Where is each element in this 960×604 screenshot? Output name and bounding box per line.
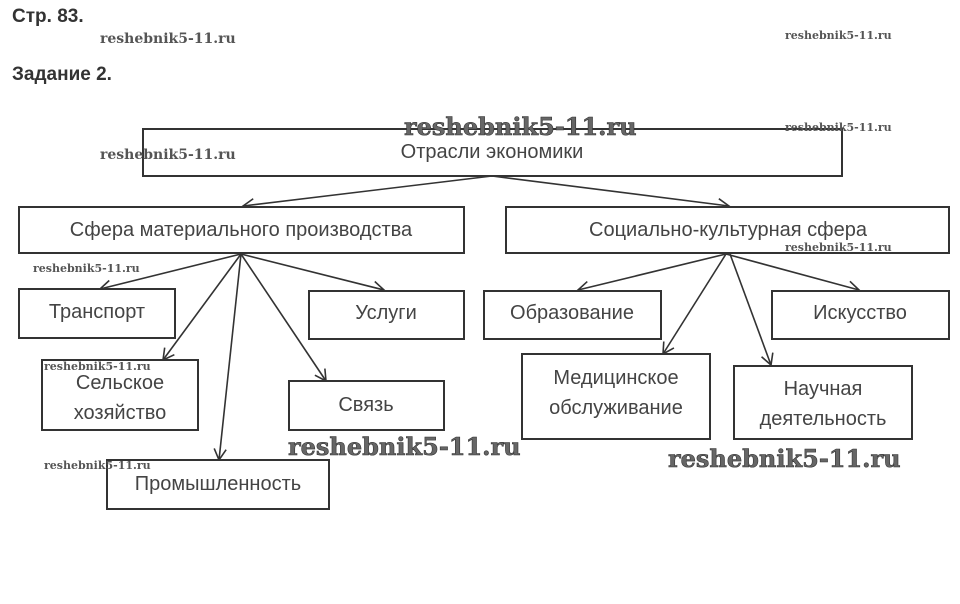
node-label: деятельность — [760, 408, 887, 430]
node-label: Сфера материального производства — [70, 219, 413, 241]
watermarks: reshebnik5-11.ru reshebnik5-11.ru resheb… — [33, 29, 901, 473]
node-label: Сельское — [76, 372, 164, 394]
watermark: reshebnik5-11.ru — [100, 147, 236, 163]
watermark: reshebnik5-11.ru — [404, 112, 637, 141]
node-root: Отрасли экономики — [142, 128, 843, 177]
node-science: Научная деятельность — [733, 365, 913, 440]
node-label: Медицинское — [553, 367, 678, 389]
arrow-art — [725, 253, 861, 294]
node-label: Промышленность — [135, 473, 301, 495]
node-label: Искусство — [813, 302, 907, 324]
arrow-medicine — [662, 253, 727, 356]
node-communication: Связь — [288, 380, 445, 431]
watermark: reshebnik5-11.ru — [288, 432, 521, 461]
arrow-services — [240, 253, 386, 294]
watermark: reshebnik5-11.ru — [33, 262, 140, 275]
watermark: reshebnik5-11.ru — [785, 241, 892, 254]
arrow-agriculture — [162, 253, 242, 362]
watermark: reshebnik5-11.ru — [44, 459, 151, 472]
watermark: reshebnik5-11.ru — [785, 29, 892, 42]
task-title: Задание 2. — [12, 64, 112, 85]
node-education: Образование — [483, 290, 662, 340]
node-art: Искусство — [771, 290, 950, 340]
watermark: reshebnik5-11.ru — [44, 360, 151, 373]
arrow-communication — [240, 253, 327, 383]
node-label: Связь — [338, 394, 393, 416]
node-label: обслуживание — [549, 397, 683, 419]
node-label: хозяйство — [74, 402, 167, 424]
node-industry: Промышленность — [106, 459, 330, 510]
node-label: Социально-культурная сфера — [589, 219, 868, 241]
node-material: Сфера материального производства — [18, 206, 465, 254]
watermark: reshebnik5-11.ru — [668, 444, 901, 473]
node-social: Социально-культурная сфера — [505, 206, 950, 254]
node-services: Услуги — [308, 290, 465, 340]
arrow-root-material — [241, 175, 493, 212]
connectors — [98, 175, 861, 462]
arrow-industry — [213, 253, 242, 462]
watermark: reshebnik5-11.ru — [100, 31, 236, 47]
node-agriculture: Сельское хозяйство — [41, 359, 199, 431]
node-label: Услуги — [355, 302, 417, 324]
node-medicine: Медицинское обслуживание — [521, 353, 711, 440]
arrow-root-social — [491, 175, 731, 212]
node-label: Образование — [510, 302, 634, 324]
arrow-transport — [98, 253, 242, 293]
node-transport: Транспорт — [18, 288, 176, 339]
node-label: Научная — [784, 378, 863, 400]
page-number: Стр. 83. — [12, 6, 84, 27]
arrow-education — [576, 253, 727, 295]
node-label: Транспорт — [49, 301, 145, 323]
watermark: reshebnik5-11.ru — [785, 121, 892, 134]
arrow-science — [729, 253, 774, 367]
node-label: Отрасли экономики — [401, 141, 584, 163]
